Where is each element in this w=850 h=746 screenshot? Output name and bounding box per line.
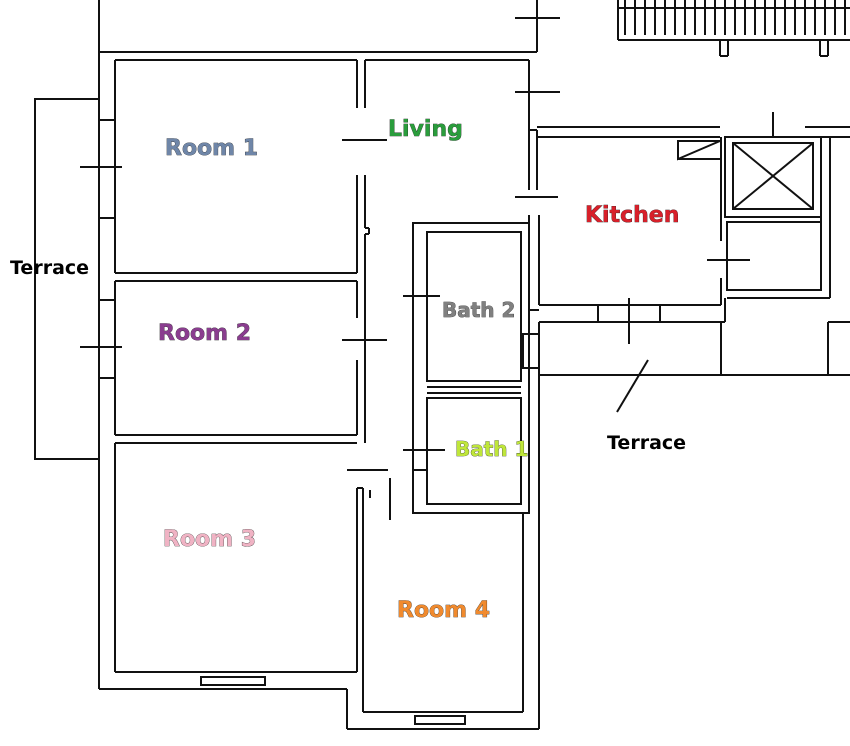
walls: [34, 0, 850, 730]
label-room-4: Room 4: [397, 598, 490, 623]
label-room-2: Room 2: [158, 321, 251, 346]
label-living: Living: [388, 117, 463, 142]
label-terrace-east: Terrace: [607, 432, 686, 454]
room-labels: Living Room 1 Room 2 Room 3 Room 4 Kitch…: [10, 117, 686, 624]
label-bath-1: Bath 1: [455, 437, 528, 461]
label-bath-2: Bath 2: [442, 298, 515, 322]
label-terrace-west: Terrace: [10, 257, 89, 279]
label-room-1: Room 1: [165, 136, 258, 161]
label-room-3: Room 3: [163, 527, 256, 552]
label-kitchen: Kitchen: [585, 203, 679, 228]
